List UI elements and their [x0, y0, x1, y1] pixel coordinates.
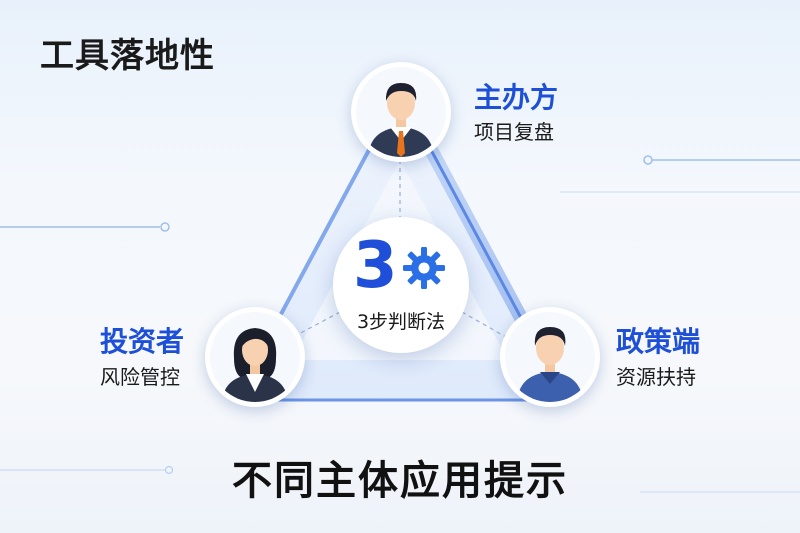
node-top-sub: 项目复盘: [474, 120, 554, 144]
avatar-left: [205, 307, 305, 407]
node-left-sub: 风险管控: [100, 365, 180, 389]
node-left-head: 投资者: [100, 325, 185, 358]
man-blue-shirt-avatar-icon: [517, 327, 583, 402]
center-caption: 3步判断法: [356, 311, 446, 333]
avatar-right: [500, 307, 600, 407]
man-orange-tie-avatar-icon: [368, 83, 434, 157]
decor-line-bottom-left: [0, 465, 174, 475]
footer-heading: 不同主体应用提示: [232, 458, 568, 504]
node-top-head: 主办方: [474, 81, 559, 114]
avatar-top: [351, 62, 451, 162]
decor-line-right: [643, 155, 800, 165]
center-badge: 3 3步判断法: [333, 217, 469, 353]
gear-icon: [403, 247, 445, 289]
node-right-sub: 资源扶持: [616, 365, 696, 389]
woman-suit-avatar-icon: [222, 328, 288, 402]
center-number: 3: [353, 229, 398, 303]
page-title: 工具落地性: [40, 36, 215, 76]
node-right-head: 政策端: [616, 325, 701, 358]
decor-line-left: [0, 222, 170, 232]
